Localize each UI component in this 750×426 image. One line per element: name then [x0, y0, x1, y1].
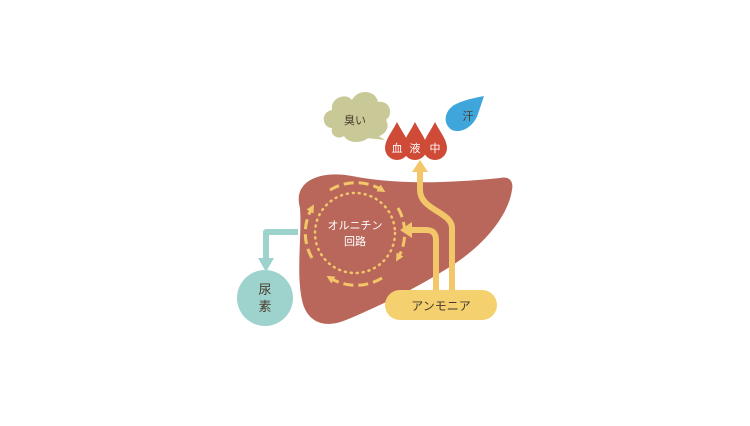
blood-drop-1: [385, 122, 409, 160]
ornithine-cycle-ring: [313, 191, 397, 275]
ammonia-arrow-to-blood: [417, 170, 455, 300]
ammonia-pill: [385, 290, 497, 320]
smell-label: 臭い: [344, 113, 366, 127]
urea-arrow-head: [258, 258, 274, 272]
ornithine-cycle-label-line1: オルニチン: [328, 219, 383, 232]
cycle-arrow-bottom: [326, 275, 383, 287]
urea-circle: [237, 270, 293, 326]
smell-cloud: [323, 91, 391, 142]
blood-label-2: 液: [410, 141, 421, 155]
ammonia-arrow-to-cycle: [410, 227, 439, 300]
blood-drop-2: [403, 122, 427, 160]
ammonia-arrow-to-blood-head: [412, 160, 428, 172]
ammonia-arrow-to-cycle-head: [400, 222, 412, 238]
blood-label-1: 血: [392, 141, 403, 155]
urea-label-line2: 素: [258, 300, 271, 315]
blood-drop-3: [423, 122, 447, 160]
sweat-label: 汗: [463, 110, 474, 123]
sweat-drop: [445, 96, 484, 132]
ammonia-label: アンモニア: [411, 299, 471, 313]
cycle-arrow-left: [303, 204, 314, 259]
smell-cloud-tail: [366, 132, 385, 140]
ornithine-cycle-label-line2: 回路: [344, 235, 366, 248]
urea-label-line1: 尿: [258, 283, 271, 298]
urea-arrow: [263, 229, 298, 262]
cycle-arrow-right: [396, 207, 407, 262]
cycle-arrow-top: [329, 181, 386, 193]
blood-label-3: 中: [430, 142, 441, 155]
